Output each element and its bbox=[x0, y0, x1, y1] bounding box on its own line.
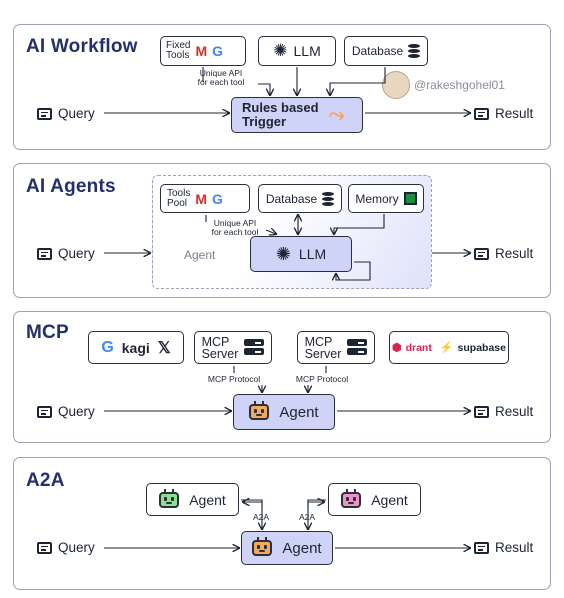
llm-label: LLM bbox=[293, 43, 321, 59]
fixed-tools-box: Fixed Tools M G bbox=[160, 36, 246, 66]
agent-box: Agent bbox=[233, 394, 335, 430]
gmail-icon: M bbox=[195, 190, 208, 207]
gmail-icon: M bbox=[195, 43, 208, 59]
result-doc-icon bbox=[474, 247, 489, 260]
database-box: Database bbox=[344, 36, 428, 66]
llm-loop-arrow bbox=[336, 261, 371, 280]
a2a-arrow-right-back bbox=[307, 502, 324, 510]
agent-robot-icon bbox=[159, 488, 180, 508]
fixed-tools-label: Fixed Tools bbox=[166, 40, 191, 61]
agent-box-center: Agent bbox=[241, 531, 333, 565]
mcp-protocol-label-1: MCP Protocol bbox=[207, 374, 261, 384]
tools-arrow bbox=[205, 215, 276, 234]
database-box: Database bbox=[258, 184, 342, 213]
qdrant-label: drant bbox=[405, 341, 432, 354]
database-arrow bbox=[330, 67, 386, 95]
query-doc-icon bbox=[37, 107, 52, 120]
memory-box: Memory bbox=[348, 184, 424, 213]
database-label: Database bbox=[265, 191, 318, 206]
agent-robot-icon bbox=[249, 401, 270, 420]
result-doc-icon bbox=[474, 107, 489, 120]
agent-label: Agent bbox=[184, 248, 216, 262]
mcp-server-box-2: MCP Server bbox=[297, 331, 375, 364]
tools-pool-box: Tools Pool M G bbox=[160, 184, 250, 213]
openai-icon: ✺ bbox=[275, 243, 291, 264]
mcp-query: Query bbox=[37, 404, 95, 419]
agent-label: Agent bbox=[282, 539, 322, 557]
a2a-arrow-left-back bbox=[243, 502, 263, 510]
agents-title: AI Agents bbox=[26, 176, 116, 197]
author-handle: @rakeshgohel01 bbox=[414, 78, 505, 92]
query-doc-icon bbox=[37, 541, 52, 554]
memory-arrow bbox=[334, 214, 385, 234]
mcp-protocol-label-2: MCP Protocol bbox=[295, 374, 349, 384]
workflow-title: AI Workflow bbox=[26, 36, 138, 57]
agent-label: Agent bbox=[371, 491, 408, 508]
llm-box: ✺ LLM bbox=[250, 236, 352, 272]
x-icon: 𝕏 bbox=[157, 339, 171, 357]
query-doc-icon bbox=[37, 247, 52, 260]
tools-pool-label: Tools Pool bbox=[167, 187, 191, 209]
supabase-label: supabase bbox=[457, 341, 506, 354]
agent-box-right: Agent bbox=[328, 483, 421, 516]
database-icon bbox=[408, 44, 421, 58]
agent-box-left: Agent bbox=[146, 483, 239, 516]
data-tools-box: ⬢ drant ⚡ supabase bbox=[389, 331, 509, 364]
a2a-query: Query bbox=[37, 540, 95, 555]
search-tools-box: G kagi 𝕏 bbox=[88, 331, 184, 364]
trigger-branch-icon: ⤳ bbox=[328, 103, 345, 126]
workflow-result: Result bbox=[474, 106, 533, 121]
llm-label: LLM bbox=[298, 246, 327, 262]
workflow-query: Query bbox=[37, 106, 95, 121]
google-icon: G bbox=[101, 338, 114, 356]
mcp-server-box-1: MCP Server bbox=[194, 331, 272, 364]
google-icon: G bbox=[212, 43, 224, 59]
mcp-title: MCP bbox=[26, 322, 69, 343]
rules-trigger-box: Rules based Trigger ⤳ bbox=[231, 97, 363, 133]
agent-label: Agent bbox=[279, 403, 319, 421]
result-doc-icon bbox=[474, 405, 489, 418]
memory-label: Memory bbox=[355, 191, 399, 206]
llm-box: ✺ LLM bbox=[258, 36, 336, 66]
kagi-label: kagi bbox=[121, 339, 150, 356]
a2a-title: A2A bbox=[26, 470, 65, 491]
mcp-server-label: MCP Server bbox=[201, 334, 239, 361]
agent-robot-icon bbox=[341, 488, 362, 508]
database-icon bbox=[322, 191, 335, 206]
agent-label: Agent bbox=[189, 491, 226, 508]
database-label: Database bbox=[351, 44, 404, 58]
tools-arrow bbox=[202, 67, 270, 95]
agents-result: Result bbox=[474, 246, 533, 261]
mcp-result: Result bbox=[474, 404, 533, 419]
server-icon bbox=[244, 339, 265, 356]
unique-api-label: Unique API for each tool bbox=[211, 218, 259, 237]
a2a-label-right: A2A bbox=[298, 512, 316, 522]
qdrant-icon: ⬢ bbox=[391, 342, 402, 354]
google-icon: G bbox=[212, 190, 223, 207]
memory-chip-icon bbox=[403, 192, 417, 205]
query-doc-icon bbox=[37, 405, 52, 418]
openai-icon: ✺ bbox=[273, 41, 288, 60]
a2a-arrow-right bbox=[308, 499, 326, 529]
agents-query: Query bbox=[37, 246, 95, 261]
a2a-label-left: A2A bbox=[252, 512, 270, 522]
server-icon bbox=[347, 339, 368, 356]
a2a-result: Result bbox=[474, 540, 533, 555]
a2a-arrow-left bbox=[241, 499, 262, 529]
trigger-label: Rules based Trigger bbox=[242, 100, 319, 129]
mcp-server-label: MCP Server bbox=[304, 334, 342, 361]
result-doc-icon bbox=[474, 541, 489, 554]
agent-robot-icon bbox=[252, 537, 273, 556]
a2a-panel bbox=[13, 457, 551, 590]
avatar bbox=[382, 71, 410, 99]
supabase-icon: ⚡ bbox=[439, 342, 454, 354]
